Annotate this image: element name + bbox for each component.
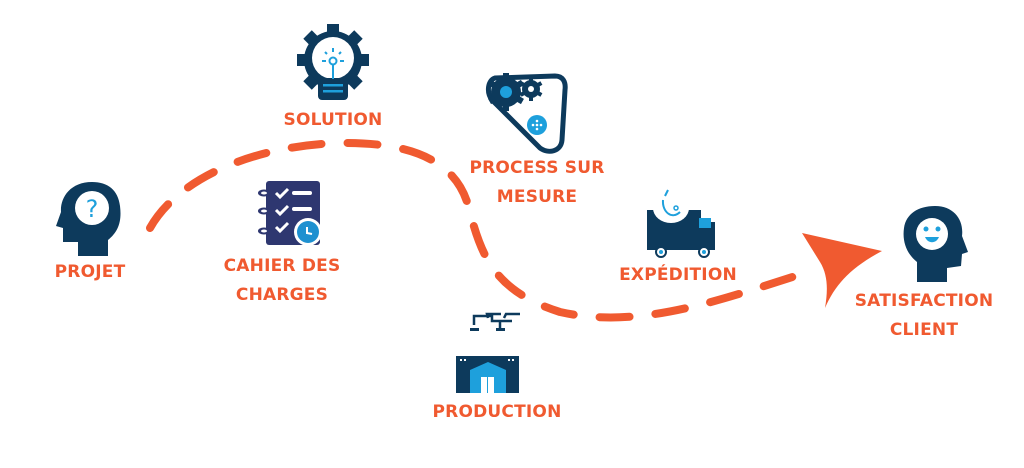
- delivery-truck-icon: [647, 189, 715, 258]
- gears-belt-icon: [485, 73, 568, 154]
- step-label-expedition: EXPÉDITION: [619, 265, 737, 285]
- step-label-production: PRODUCTION: [432, 402, 562, 422]
- label-line: MESURE: [496, 187, 578, 207]
- label-line: CHARGES: [235, 285, 329, 305]
- factory-icon: [456, 312, 520, 393]
- step-label-cahier-des-charges: CAHIER DES CHARGES: [224, 252, 341, 310]
- head-question-icon: ?: [56, 182, 121, 256]
- checklist-clock-icon: [258, 181, 322, 246]
- gear-lightbulb-icon: [297, 24, 369, 100]
- step-label-process-sur-mesure: PROCESS SUR MESURE: [469, 154, 604, 212]
- label-line: CLIENT: [889, 320, 959, 340]
- step-label-satisfaction-client: SATISFACTION CLIENT: [855, 287, 994, 345]
- dashed-flow-path: [146, 138, 812, 322]
- label-line: SATISFACTION: [854, 291, 994, 311]
- step-label-projet: PROJET: [54, 262, 126, 282]
- step-label-solution: SOLUTION: [283, 110, 383, 130]
- svg-text:?: ?: [86, 195, 99, 223]
- head-smile-icon: [903, 206, 968, 282]
- label-line: PROCESS SUR: [469, 158, 605, 178]
- label-line: CAHIER DES: [223, 256, 341, 276]
- arrowhead-icon: [802, 233, 882, 308]
